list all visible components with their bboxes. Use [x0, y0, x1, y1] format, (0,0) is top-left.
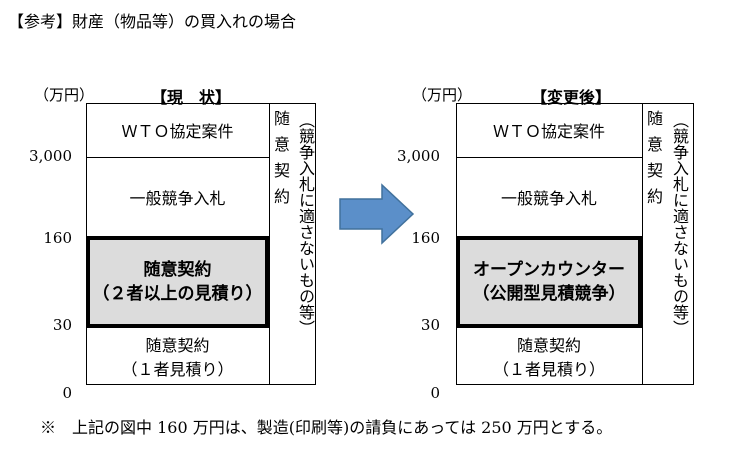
- right-bottom-line2: （１者見積り）: [492, 359, 605, 379]
- unit-label-left: （万円）: [34, 86, 95, 104]
- right-highlight-line2: （公開型見積競争）: [472, 284, 626, 304]
- tick-3000-right: 3,000: [397, 147, 440, 165]
- page-title: 【参考】財産（物品等）の買入れの場合: [8, 12, 297, 31]
- right-bottom-cell: 随意契約 （１者見積り）: [456, 330, 642, 385]
- right-general-cell: 一般競争入札: [500, 189, 597, 208]
- tick-3000-left: 3,000: [29, 147, 72, 165]
- footnote: ※ 上記の図中 160 万円は、製造(印刷等)の請負にあっては 250 万円とす…: [40, 418, 613, 437]
- tick-0-left: 0: [62, 384, 72, 402]
- right-heading: 【変更後】: [530, 88, 611, 107]
- left-highlight-line2: （２者以上の見積り）: [92, 284, 263, 304]
- right-side-note: （競争入札に適さないもの等）: [670, 112, 689, 336]
- left-heading: 【現 状】: [150, 88, 231, 107]
- right-highlight-line1: オープンカウンター: [473, 260, 625, 280]
- right-wto-cell: ＷＴＯ協定案件: [492, 122, 605, 141]
- left-general-cell: 一般競争入札: [129, 189, 226, 208]
- left-line-3000: [86, 157, 269, 158]
- tick-30-left: 30: [52, 316, 72, 334]
- left-highlight-box: 随意契約 （２者以上の見積り）: [86, 236, 269, 328]
- tick-160-left: 160: [43, 229, 72, 247]
- left-bottom-line1: 随意契約: [145, 335, 210, 355]
- tick-0-right: 0: [430, 384, 440, 402]
- right-arrow-icon: [339, 183, 415, 245]
- tick-160-right: 160: [411, 229, 440, 247]
- right-side-label: 随意契約: [644, 110, 663, 214]
- tick-30-right: 30: [420, 316, 440, 334]
- unit-label-right: （万円）: [412, 86, 473, 104]
- right-column-divider: [642, 103, 643, 385]
- right-highlight-box: オープンカウンター （公開型見積競争）: [456, 236, 642, 328]
- left-highlight-line1: 随意契約: [143, 260, 212, 280]
- right-line-3000: [456, 157, 642, 158]
- left-bottom-cell: 随意契約 （１者見積り）: [86, 330, 269, 385]
- right-bottom-line1: 随意契約: [516, 335, 581, 355]
- left-column-divider: [269, 103, 270, 385]
- left-side-label: 随意契約: [271, 110, 290, 214]
- left-bottom-line2: （１者見積り）: [121, 359, 234, 379]
- left-side-note: （競争入札に適さないもの等）: [296, 112, 315, 336]
- left-wto-cell: ＷＴＯ協定案件: [121, 122, 234, 141]
